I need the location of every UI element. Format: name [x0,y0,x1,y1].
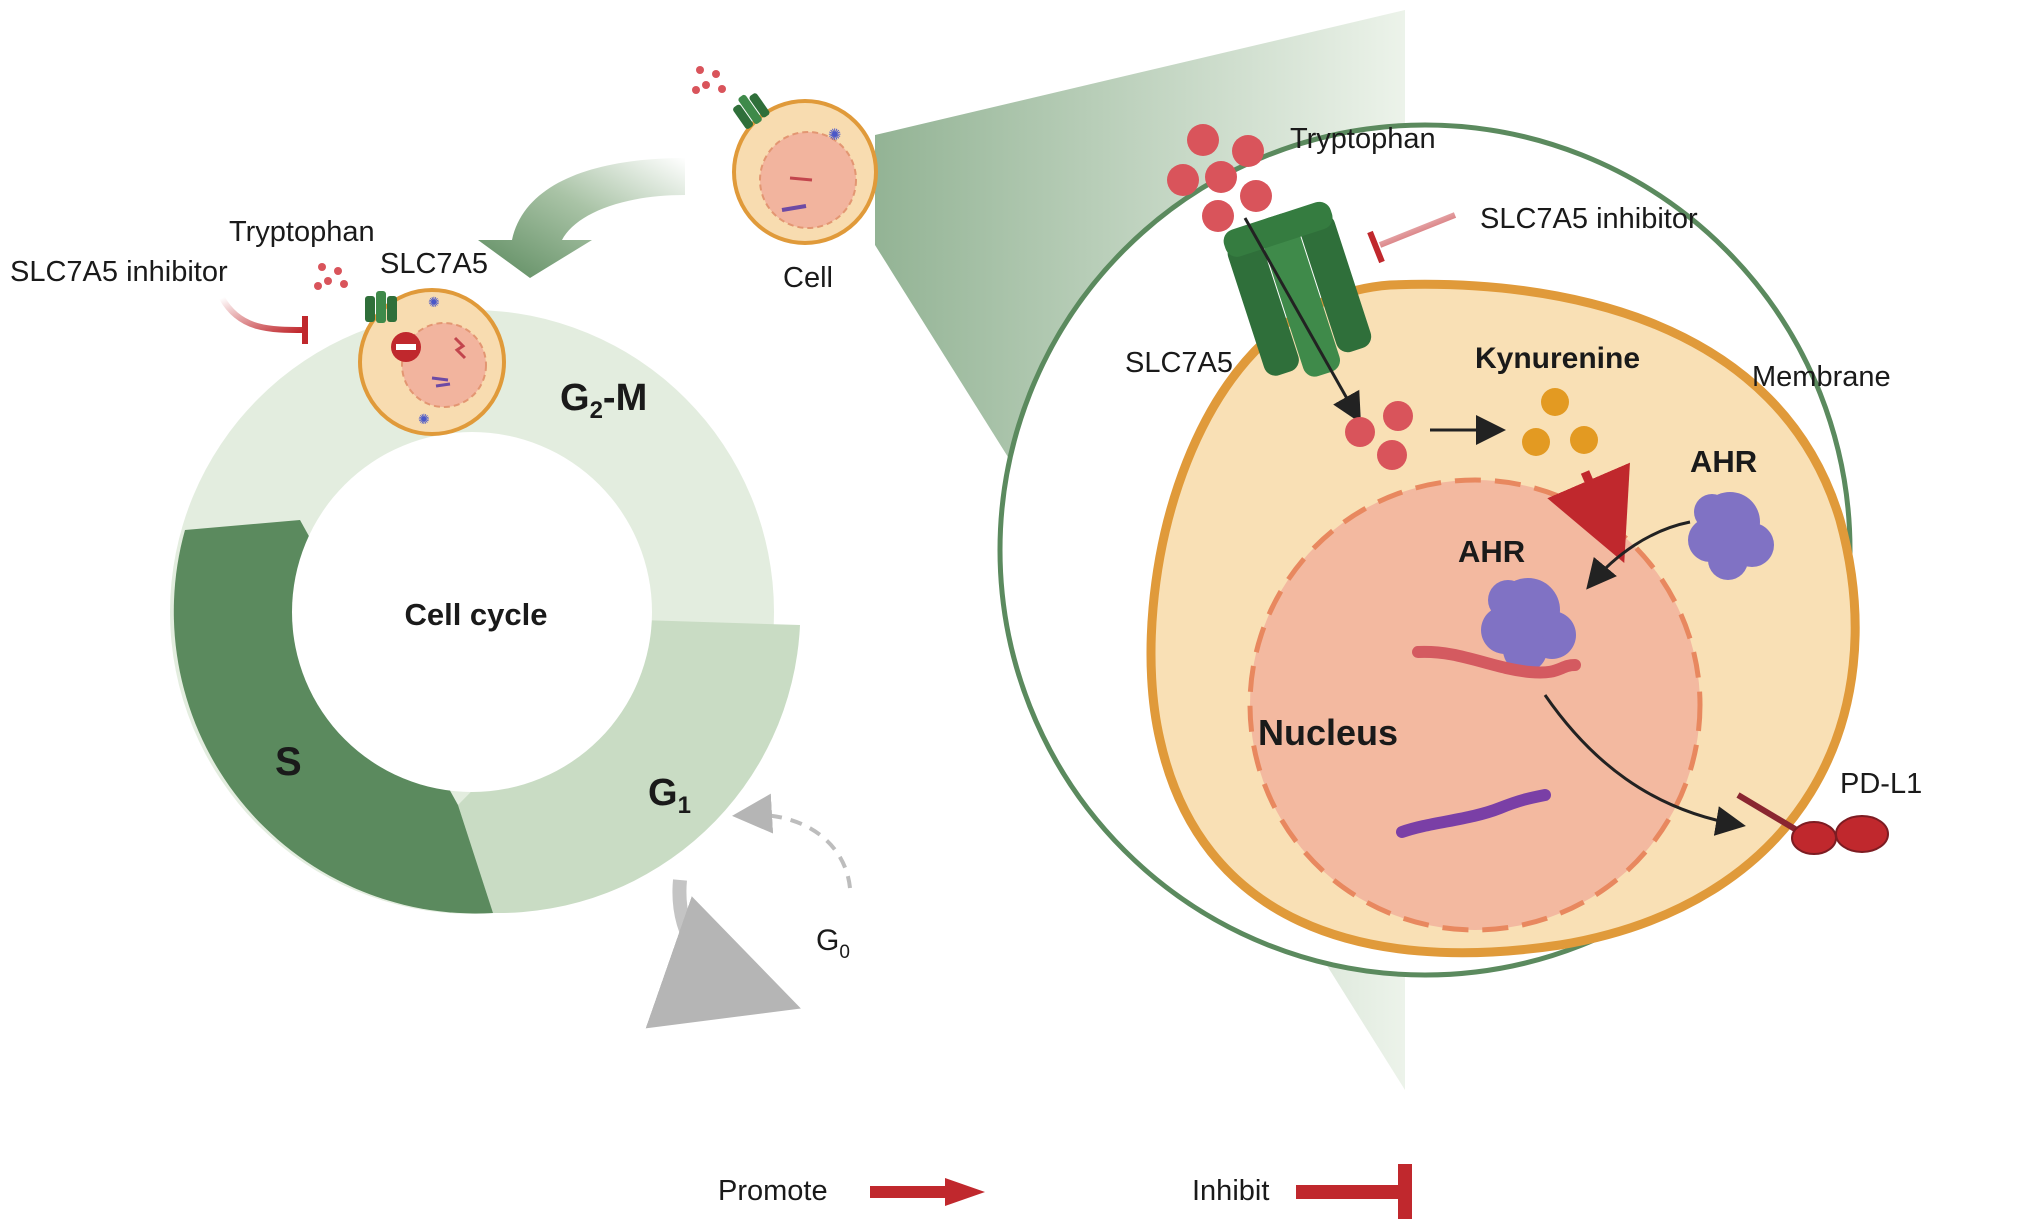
pd-l1-icon [1736,792,1889,855]
spindle-icon: ✺ [828,125,841,144]
g2m-label: G2-M [560,377,647,424]
legend-inhibit-label: Inhibit [1192,1175,1269,1207]
small-cell-label: Cell [783,262,833,294]
slc7a5-label-right: SLC7A5 [1125,347,1233,379]
membrane-label: Membrane [1752,361,1891,393]
g1-segment [458,620,800,914]
ahr-translocation-arrow [1586,520,1691,590]
spindle-icon: ✺ [418,412,430,428]
tryptophan-molecules-inside [1345,401,1413,470]
legend: Promote Inhibit [718,1164,1412,1219]
inhibit-curve-right [1378,212,1457,248]
kynurenine-molecules [1522,388,1598,456]
transport-arrow [1243,217,1361,424]
ring-cell: ✺ ✺ [358,288,506,436]
slc7a5-small-icon [365,291,397,323]
tryptophan-dots-left [314,263,348,290]
promote-arrow-kynurenine [1547,462,1630,564]
spindle-icon: ✺ [428,295,440,311]
ahr-label-nucleus: AHR [1458,534,1525,569]
nucleus [1247,477,1703,933]
inhibit-curve-left [219,296,306,333]
inhibit-bar-right [1367,230,1385,264]
ahr-label-cytoplasm: AHR [1690,444,1757,479]
expression-arrow [1543,694,1746,836]
kynurenine-label: Kynurenine [1475,342,1640,375]
tryptophan-label-right: Tryptophan [1290,123,1436,155]
tryptophan-molecules-outside [1167,124,1272,232]
slc7a5-small-icon [733,93,770,129]
cell-cycle-ring [170,310,800,914]
inhibitor-label-left: SLC7A5 inhibitor [10,256,228,288]
legend-inhibit-bar [1296,1164,1412,1219]
s-label: S [275,740,302,784]
ahr-nucleus-icon [1481,578,1576,672]
dna-strand-purple [1396,789,1551,838]
dna-strand-red [1412,645,1581,679]
nucleus-label: Nucleus [1258,712,1398,753]
g0-dashed-arrow [732,793,852,889]
ahr-cytoplasm-icon [1688,492,1774,580]
legend-promote-label: Promote [718,1175,828,1207]
g0-label: G0 [816,924,850,963]
tryptophan-dots-top [692,66,726,94]
cell-cycle-label: Cell cycle [404,597,547,632]
tryptophan-label-left: Tryptophan [229,216,375,248]
g0-exit-arrow [645,879,801,1029]
pd-l1-label: PD-L1 [1840,768,1922,800]
g1-label: G1 [648,772,691,819]
small-cell: ✺ [732,93,878,245]
inhibitor-label-right: SLC7A5 inhibitor [1480,203,1698,235]
slc7a5-label-left: SLC7A5 [380,248,488,280]
legend-promote-arrow [870,1178,985,1206]
entry-curved-arrow [478,158,685,278]
slc7a5-transporter-icon [1223,201,1372,377]
